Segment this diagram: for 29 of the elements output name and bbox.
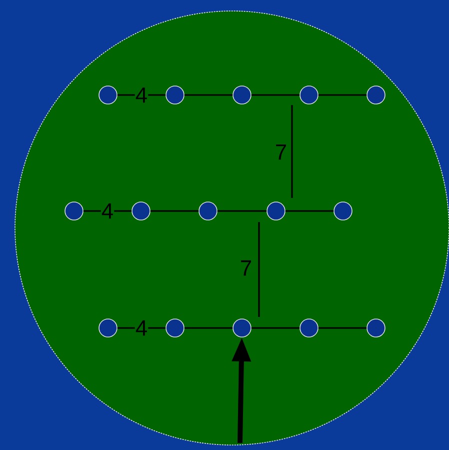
connector-line — [318, 327, 367, 329]
connector-line — [83, 210, 132, 212]
connector-line — [150, 210, 199, 212]
dot — [300, 86, 318, 104]
connector-line — [117, 327, 166, 329]
dot — [198, 202, 218, 220]
connector-line — [184, 94, 233, 96]
dot — [232, 86, 252, 104]
dot — [366, 86, 386, 104]
dot — [98, 318, 118, 338]
connector-line — [318, 94, 367, 96]
dot — [366, 318, 386, 338]
dimension-label: 7 — [241, 260, 252, 276]
connector-line — [251, 94, 300, 96]
dot — [64, 202, 84, 220]
connector-line — [285, 210, 334, 212]
dot — [232, 318, 252, 338]
dot — [300, 318, 318, 338]
dot — [266, 202, 286, 220]
dimension-label: 7 — [276, 144, 286, 160]
connector-line — [184, 327, 233, 329]
dot — [132, 202, 150, 220]
connector-line — [217, 210, 267, 212]
dot — [166, 318, 184, 338]
connector-line — [251, 327, 300, 329]
dot — [334, 202, 352, 220]
dot — [98, 86, 118, 104]
connector-line — [117, 94, 166, 96]
dot — [166, 86, 184, 104]
